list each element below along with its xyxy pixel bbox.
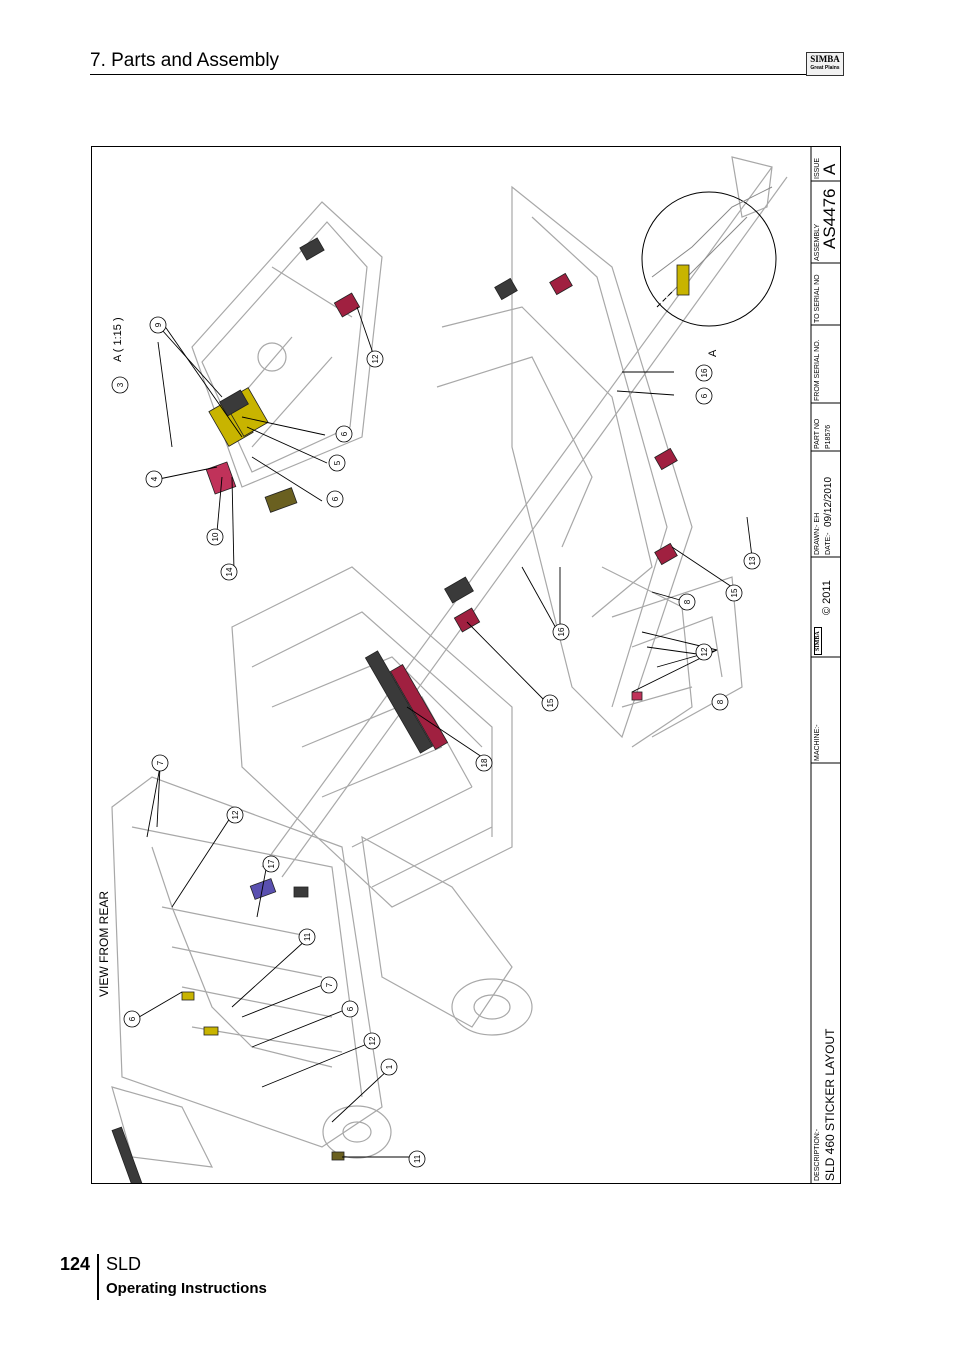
title-block-logo: SIMBA [814,627,822,655]
footer-model: SLD [106,1254,142,1274]
detail-scale-label: A ( 1:15 ) [112,317,124,362]
svg-text:11: 11 [413,1154,422,1163]
issue-value: A [820,163,839,175]
svg-text:17: 17 [267,859,276,868]
machine-outline [111,156,788,1168]
callout-16a: 16 [695,364,713,382]
callout-3: 3 [111,376,129,394]
svg-text:12: 12 [231,810,240,819]
description-label: DESCRIPTION:- [814,1128,821,1181]
svg-text:6: 6 [128,1016,137,1021]
svg-text:6: 6 [346,1006,355,1011]
detail-circle-a [641,186,777,327]
callout-8a: 8 [678,593,696,611]
assembly-value: AS4476 [820,188,839,250]
callout-1: 1 [380,1058,398,1076]
leader-lines [133,306,753,1158]
svg-text:13: 13 [748,556,757,565]
callout-15a: 15 [725,584,743,602]
stickers [111,237,690,1183]
callout-11a: 11 [298,928,316,946]
brand-logo-subtext: Great Plains [810,65,840,71]
svg-text:15: 15 [730,588,739,597]
technical-drawing: 1 3 4 5 6 6 6 6 6 7 7 8 8 9 10 11 11 12 … [91,146,841,1184]
machine-label: MACHINE:- [814,724,821,761]
to-serial-label: TO SERIAL NO [814,274,821,323]
svg-text:3: 3 [116,382,125,387]
svg-text:15: 15 [546,698,555,707]
section-title: 7. Parts and Assembly [90,50,280,71]
svg-text:5: 5 [333,460,342,465]
callout-6b: 6 [326,490,344,508]
footer-divider [97,1254,99,1300]
drawn-by-label: DRAWN:- EH [814,512,821,555]
callout-7b: 7 [320,976,338,994]
header-rule [90,74,840,75]
from-serial-label: FROM SERIAL NO. [814,339,821,401]
callout-6c: 6 [695,387,713,405]
svg-text:8: 8 [683,599,692,604]
callout-8b: 8 [711,693,729,711]
brand-logo-text: SIMBA [810,54,840,64]
svg-text:14: 14 [225,567,234,576]
view-label: VIEW FROM REAR [97,890,111,997]
callout-12b: 12 [226,806,244,824]
svg-text:9: 9 [154,322,163,327]
callout-16b: 16 [552,623,570,641]
callout-14: 14 [220,563,238,581]
callout-10: 10 [206,528,224,546]
callout-12c: 12 [363,1032,381,1050]
page-number: 124 [60,1254,91,1274]
svg-text:6: 6 [340,431,349,436]
part-no-label: PART NO [814,418,821,449]
description-value: SLD 460 STICKER LAYOUT [823,1028,837,1182]
svg-text:7: 7 [325,982,334,987]
svg-text:16: 16 [700,368,709,377]
svg-text:12: 12 [371,354,380,363]
callout-18: 18 [475,754,493,772]
svg-text:8: 8 [716,699,725,704]
date-label: DATE:- [825,532,832,555]
callout-5: 5 [328,454,346,472]
title-block-grid [810,147,840,1183]
callout-12d: 12 [695,643,713,661]
callout-6d: 6 [123,1010,141,1028]
svg-text:16: 16 [557,627,566,636]
part-no-value: P18576 [825,424,832,449]
callout-bubbles: 1 3 4 5 6 6 6 6 6 7 7 8 8 9 10 11 11 12 … [111,316,761,1168]
svg-text:6: 6 [331,496,340,501]
svg-text:12: 12 [368,1036,377,1045]
copyright-text: © 2011 [821,580,833,615]
date-value: 09/12/2010 [823,476,834,527]
footer-subtitle: Operating Instructions [106,1280,267,1297]
svg-text:18: 18 [480,758,489,767]
callout-9: 9 [149,316,167,334]
detail-marker-label: A [707,349,719,357]
callout-12a: 12 [366,350,384,368]
brand-logo: SIMBA Great Plains [806,52,844,76]
sticker-layout-drawing: 1 3 4 5 6 6 6 6 6 7 7 8 8 9 10 11 11 12 … [111,147,840,1183]
svg-text:10: 10 [211,532,220,541]
svg-text:7: 7 [156,760,165,765]
svg-text:6: 6 [700,393,709,398]
callout-17: 17 [262,855,280,873]
callout-11b: 11 [408,1150,426,1168]
callout-13: 13 [743,552,761,570]
callout-4: 4 [145,470,163,488]
callout-15b: 15 [541,694,559,712]
svg-text:11: 11 [303,932,312,941]
svg-text:4: 4 [150,476,159,481]
svg-text:12: 12 [700,647,709,656]
callout-6a: 6 [335,425,353,443]
callout-6e: 6 [341,1000,359,1018]
callout-7a: 7 [151,754,169,772]
svg-text:1: 1 [385,1064,394,1069]
